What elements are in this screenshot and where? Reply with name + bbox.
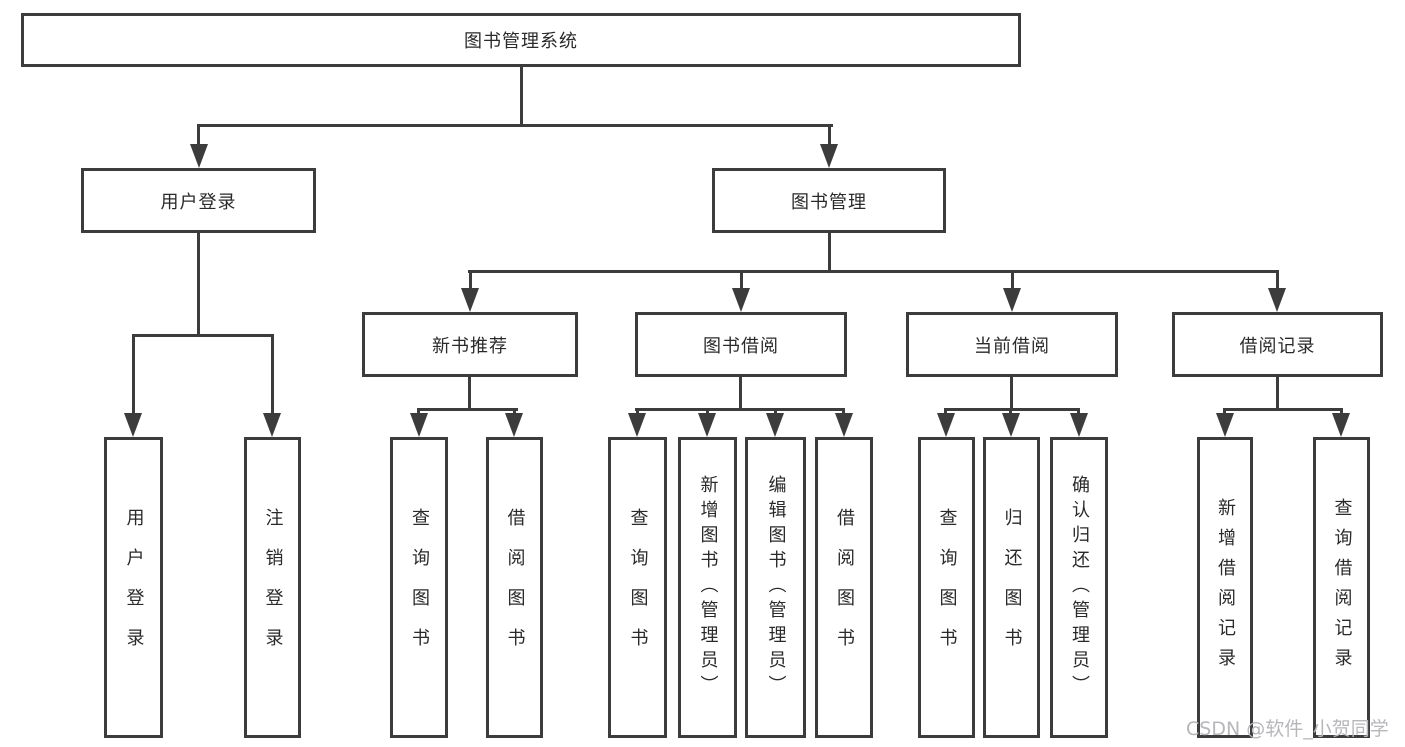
node-label: 借阅记录 bbox=[1239, 335, 1316, 357]
leaf-label: 归还图书 bbox=[1001, 507, 1023, 668]
node-label: 用户登录 bbox=[160, 191, 237, 213]
connector-line bbox=[740, 270, 743, 290]
leaf-label: 确认归还（管理员） bbox=[1069, 475, 1090, 700]
leaf-add-books-admin: 新增图书（管理员） bbox=[678, 437, 737, 738]
connector-line bbox=[828, 233, 831, 272]
leaf-query-borrow-record: 查询借阅记录 bbox=[1313, 437, 1370, 738]
arrow-down-icon bbox=[732, 288, 750, 312]
arrow-down-icon bbox=[410, 413, 428, 437]
connector-line bbox=[271, 334, 274, 414]
arrow-down-icon bbox=[698, 413, 716, 437]
leaf-label: 借阅图书 bbox=[504, 507, 526, 668]
leaf-label: 新增借阅记录 bbox=[1215, 497, 1236, 678]
node-user-login: 用户登录 bbox=[81, 168, 316, 233]
node-new-book-recommend: 新书推荐 bbox=[362, 312, 578, 377]
leaf-add-borrow-record: 新增借阅记录 bbox=[1197, 437, 1253, 738]
arrow-down-icon bbox=[1003, 288, 1021, 312]
arrow-down-icon bbox=[263, 413, 281, 437]
leaf-confirm-return-admin: 确认归还（管理员） bbox=[1050, 437, 1108, 738]
leaf-query-books-borrow: 查询图书 bbox=[608, 437, 667, 738]
leaf-label: 注销登录 bbox=[262, 507, 284, 668]
node-label: 图书管理 bbox=[791, 191, 867, 213]
arrow-down-icon bbox=[1332, 413, 1350, 437]
connector-line bbox=[1223, 408, 1343, 411]
node-label: 图书管理系统 bbox=[464, 31, 578, 52]
arrow-down-icon bbox=[937, 413, 955, 437]
connector-line bbox=[132, 334, 274, 337]
connector-line bbox=[739, 377, 742, 410]
leaf-label: 查询图书 bbox=[627, 507, 649, 668]
leaf-label: 新增图书（管理员） bbox=[697, 475, 719, 700]
leaf-label: 查询借阅记录 bbox=[1331, 497, 1353, 678]
connector-line bbox=[635, 408, 845, 411]
connector-line bbox=[132, 334, 135, 414]
arrow-down-icon bbox=[1216, 413, 1234, 437]
watermark: CSDN @软件_小贺同学 bbox=[1186, 718, 1389, 740]
connector-line bbox=[1276, 377, 1279, 410]
node-book-management: 图书管理 bbox=[712, 168, 946, 233]
node-current-borrow: 当前借阅 bbox=[906, 312, 1118, 377]
arrow-down-icon bbox=[1002, 413, 1020, 437]
arrow-down-icon bbox=[766, 413, 784, 437]
connector-line bbox=[520, 67, 523, 124]
connector-line bbox=[197, 124, 833, 127]
leaf-query-books-recommend: 查询图书 bbox=[390, 437, 448, 738]
connector-line bbox=[828, 124, 831, 146]
leaf-label: 借阅图书 bbox=[834, 507, 855, 668]
arrow-down-icon bbox=[820, 144, 838, 168]
node-label: 新书推荐 bbox=[432, 335, 508, 357]
arrow-down-icon bbox=[1070, 413, 1088, 437]
leaf-label: 用户登录 bbox=[123, 507, 145, 668]
leaf-query-books-current: 查询图书 bbox=[918, 437, 975, 738]
connector-line bbox=[197, 233, 200, 336]
node-label: 当前借阅 bbox=[974, 335, 1050, 357]
connector-line bbox=[1010, 377, 1013, 410]
arrow-down-icon bbox=[628, 413, 646, 437]
leaf-user-login: 用户登录 bbox=[104, 437, 163, 738]
leaf-label: 编辑图书（管理员） bbox=[765, 475, 787, 700]
leaf-borrow-books-recommend: 借阅图书 bbox=[486, 437, 543, 738]
connector-line bbox=[1276, 270, 1279, 290]
node-label: 图书借阅 bbox=[703, 335, 779, 357]
arrow-down-icon bbox=[835, 413, 853, 437]
arrow-down-icon bbox=[1268, 288, 1286, 312]
arrow-down-icon bbox=[124, 413, 142, 437]
arrow-down-icon bbox=[505, 413, 523, 437]
node-library-management-system: 图书管理系统 bbox=[21, 13, 1021, 67]
leaf-label: 查询图书 bbox=[936, 507, 958, 668]
leaf-edit-books-admin: 编辑图书（管理员） bbox=[745, 437, 806, 738]
leaf-return-books: 归还图书 bbox=[983, 437, 1040, 738]
connector-line bbox=[469, 270, 472, 290]
node-book-borrow: 图书借阅 bbox=[635, 312, 847, 377]
connector-line bbox=[468, 270, 1279, 273]
leaf-borrow-books: 借阅图书 bbox=[815, 437, 873, 738]
leaf-label: 查询图书 bbox=[409, 507, 430, 668]
connector-line bbox=[417, 408, 518, 411]
connector-line bbox=[1011, 270, 1014, 290]
connector-line bbox=[944, 408, 1080, 411]
arrow-down-icon bbox=[190, 144, 208, 168]
connector-line bbox=[468, 377, 471, 410]
leaf-logout: 注销登录 bbox=[244, 437, 301, 738]
connector-line bbox=[197, 124, 200, 146]
arrow-down-icon bbox=[461, 288, 479, 312]
node-borrow-records: 借阅记录 bbox=[1172, 312, 1383, 377]
